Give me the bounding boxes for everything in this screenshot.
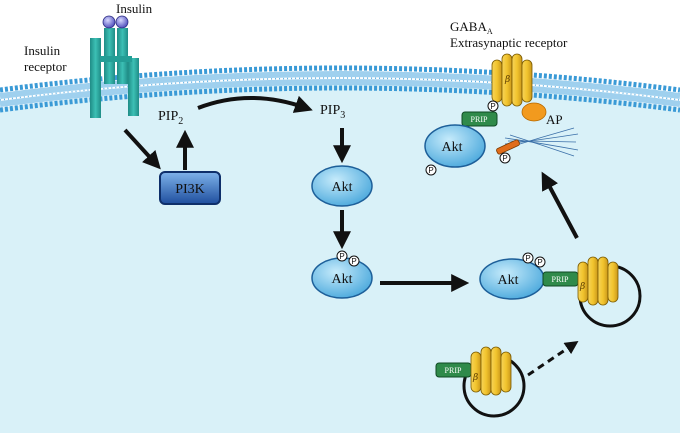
svg-text:PRIP: PRIP [471,115,488,124]
svg-text:P: P [351,257,356,266]
svg-text:Akt: Akt [332,180,353,195]
svg-text:Akt: Akt [332,272,353,287]
insulin-receptor-label: Insulin [24,43,61,58]
svg-text:P: P [537,258,542,267]
svg-text:PI3K: PI3K [175,182,205,197]
svg-text:β: β [472,373,478,383]
akt-prip-gaba-complex: Akt P P PRIP β [479,252,642,328]
svg-text:P: P [339,252,344,261]
arrow-prip-to-vesicle-dashed [527,340,579,377]
arrow-pip2-to-pip3 [197,95,313,113]
insulin-receptor-label-line2: receptor [24,59,67,74]
prip-gaba-vesicle: PRIP β [435,346,526,418]
svg-text:AP: AP [546,112,563,127]
pathway-arrows [123,95,579,377]
gaba-receptor-label: GABAA [450,19,493,36]
svg-text:P: P [525,254,530,263]
insulin-label: Insulin [116,1,153,16]
gaba-receptor-label-line2: Extrasynaptic receptor [450,35,568,50]
svg-text:P: P [502,154,507,163]
svg-text:Akt: Akt [498,273,519,288]
arrow-vesicle-to-membrane [541,171,579,239]
akt-node-2: Akt P P [311,250,373,299]
svg-text:β: β [579,282,585,292]
svg-text:P: P [428,166,433,175]
svg-text:P: P [490,102,495,111]
gaba-membrane-complex: β P PRIP Akt P AP P [424,53,579,176]
pi3k-node: PI3K [159,171,221,205]
insulin-receptor [90,28,139,118]
insulin-molecule [102,15,116,29]
svg-text:Akt: Akt [442,140,463,155]
svg-text:PRIP: PRIP [552,275,569,284]
pip2-label: PIP2 [158,109,183,127]
pip3-label: PIP3 [320,103,345,121]
akt-node-1: Akt [311,165,373,207]
arrow-receptor-to-pi3k [123,128,161,170]
svg-text:PRIP: PRIP [445,366,462,375]
insulin-molecule [115,15,129,29]
svg-text:β: β [504,75,510,85]
